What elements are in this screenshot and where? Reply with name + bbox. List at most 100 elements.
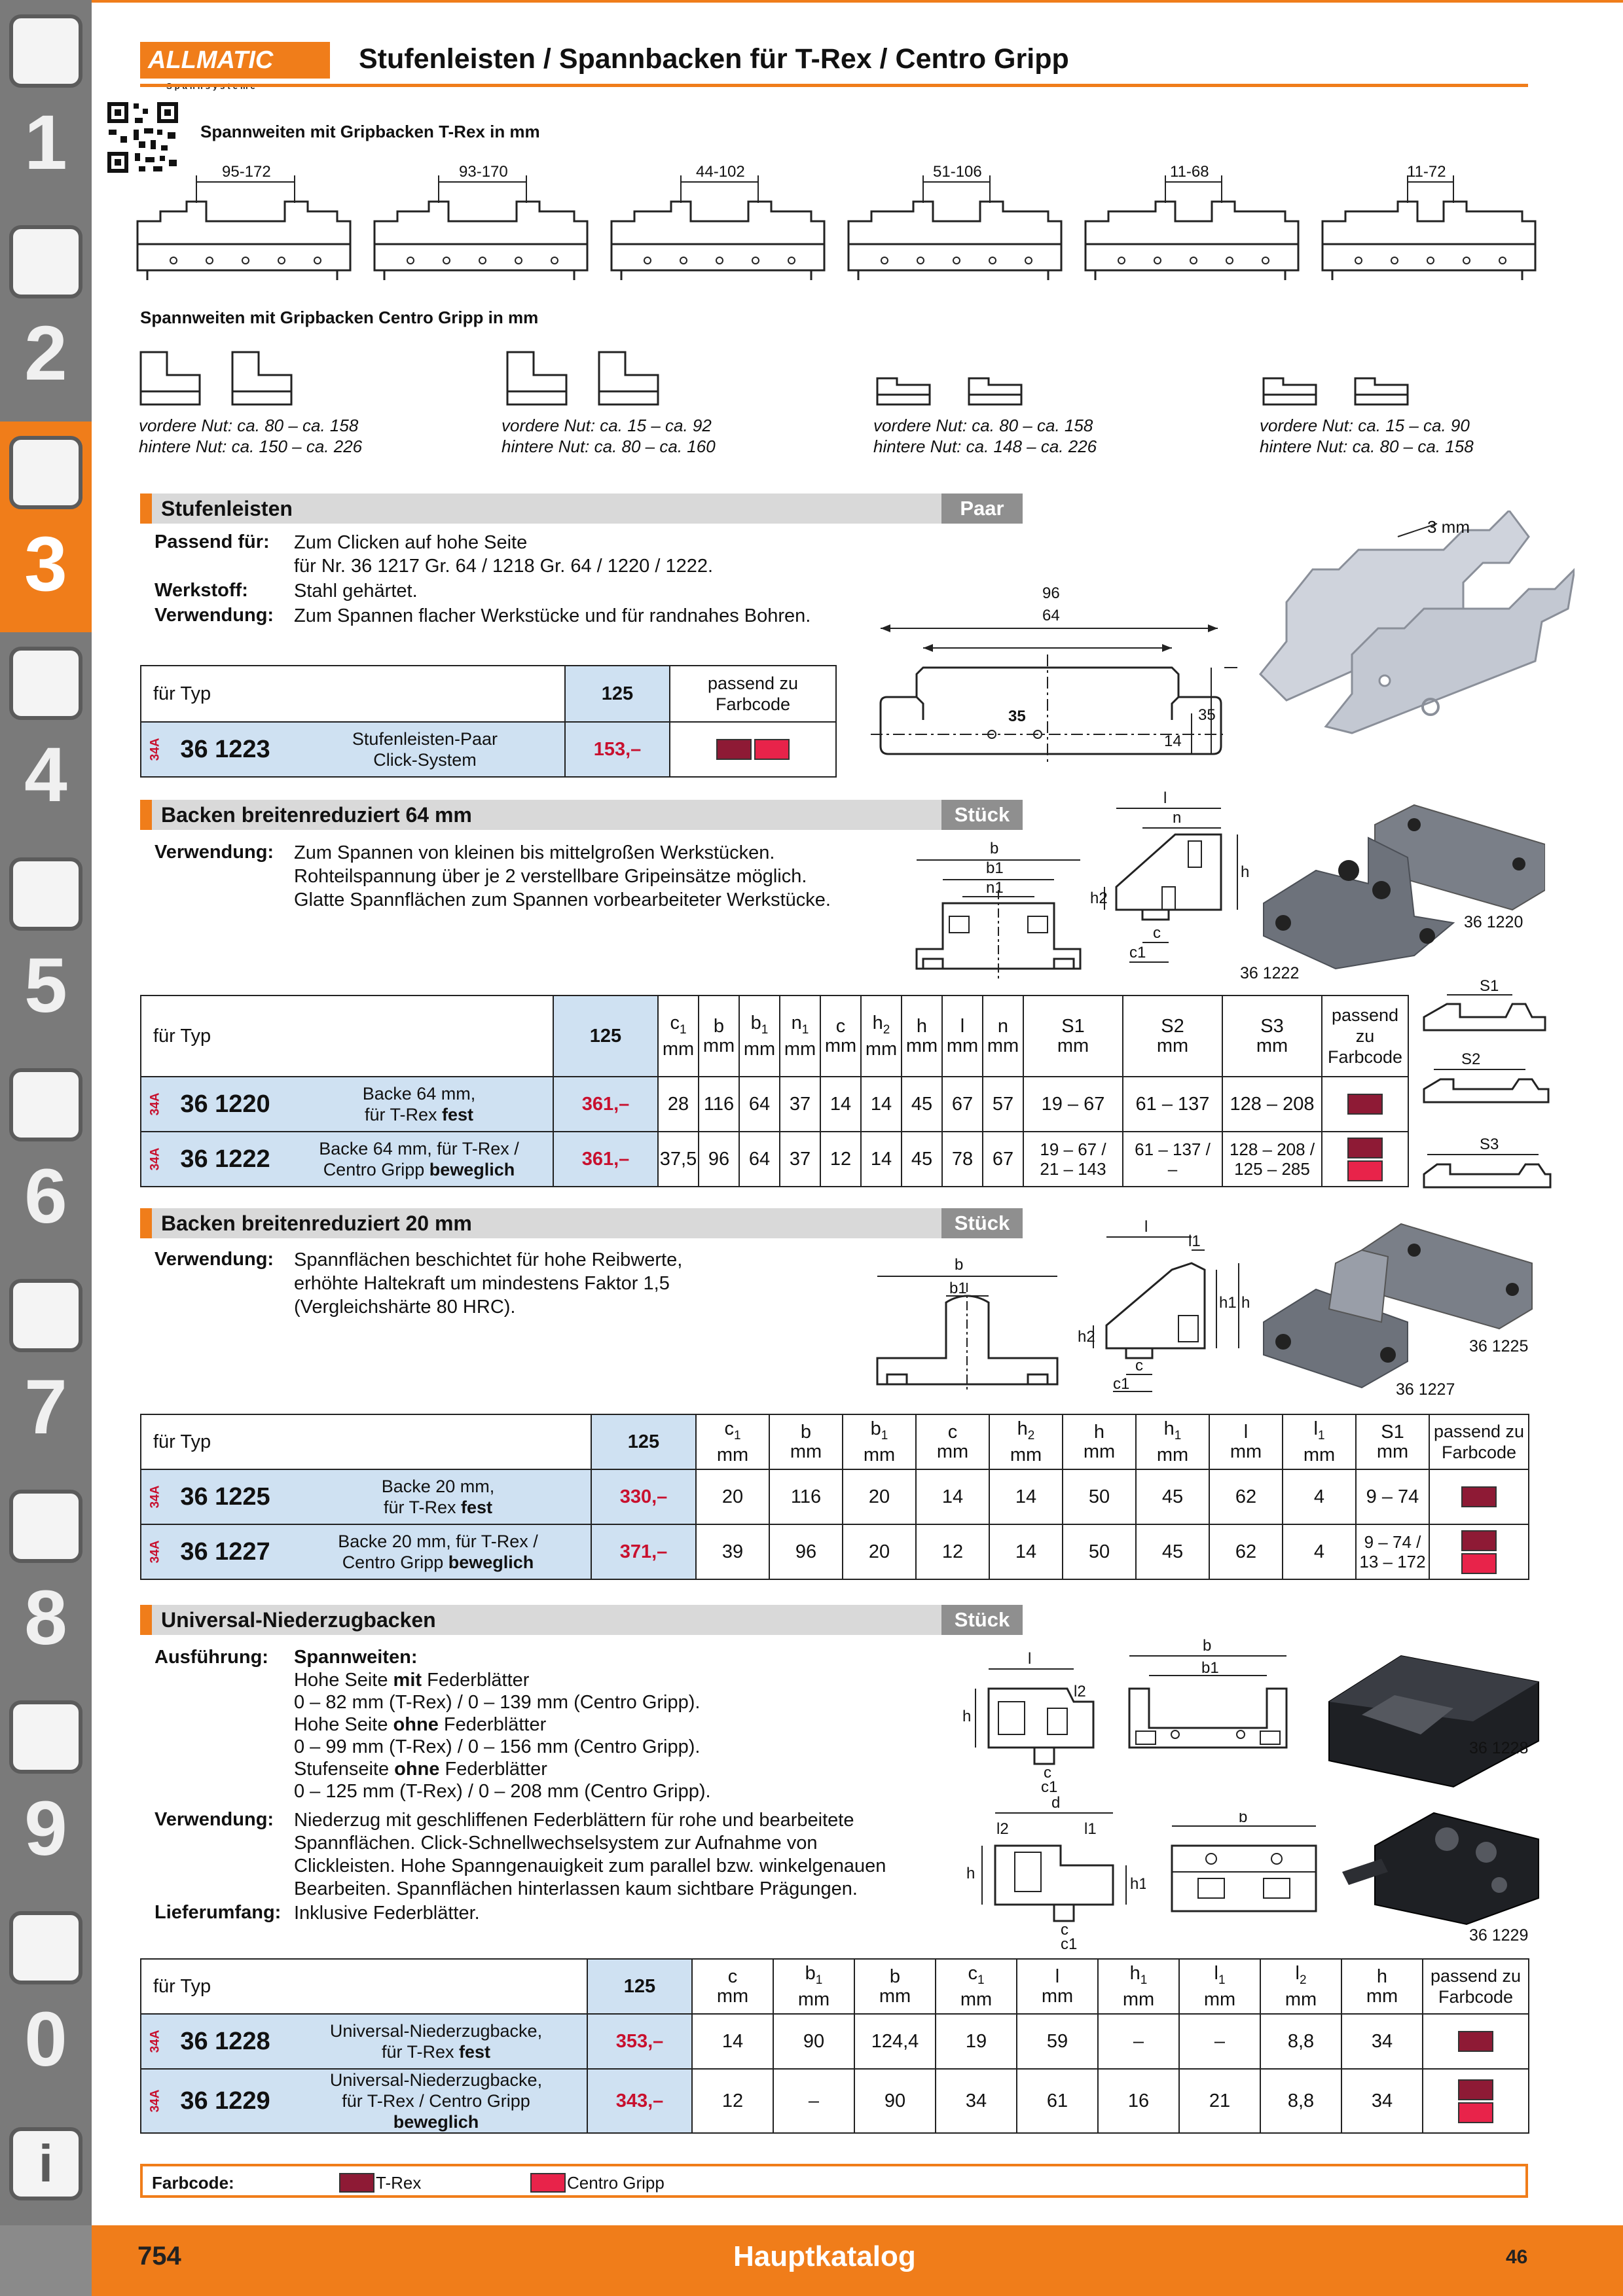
trex-range-item: 95-172 <box>136 163 352 280</box>
sidebar-tab-0[interactable]: 0 <box>0 1897 92 2110</box>
legend-label: Farbcode: <box>152 2173 234 2193</box>
dim-label: l <box>1163 789 1167 807</box>
sidebar-tab-info[interactable]: i <box>0 2108 92 2225</box>
value-cell: 20 <box>842 1469 917 1525</box>
value-line: 67 <box>951 1094 974 1115</box>
sidebar-tab-9[interactable]: 9 <box>0 1686 92 1899</box>
value-line: – <box>808 2090 820 2111</box>
desc-fragment: fest <box>442 1105 474 1124</box>
sidebar-tab-5[interactable]: 5 <box>0 843 92 1056</box>
group-code: 34A <box>148 2030 162 2053</box>
sidebar-tab-2[interactable]: 2 <box>0 211 92 424</box>
legend-centro-gripp-swatch <box>530 2173 566 2193</box>
verwendung-line: Bearbeiten. Spannflächen hinterlassen ka… <box>294 1878 858 1899</box>
cg-range-3-front: vordere Nut: ca. 80 – ca. 158 <box>873 416 1093 435</box>
sidebar-tab-7[interactable]: 7 <box>0 1265 92 1478</box>
dim-label: h <box>1241 1294 1250 1312</box>
trex-range-label: 93-170 <box>459 163 508 181</box>
value-cell: 19 – 67 <box>1023 1076 1123 1132</box>
insert-icon <box>9 225 82 298</box>
value-cell: 20 <box>695 1469 770 1525</box>
col-header-typ: für Typ <box>140 1958 588 2015</box>
dim-label: c <box>1153 924 1161 942</box>
col-header-symbol: c <box>947 1422 958 1443</box>
col-header-symbol: l <box>1243 1422 1249 1443</box>
cg-range-1-front: vordere Nut: ca. 80 – ca. 158 <box>139 416 359 435</box>
sidebar-tab-number: 7 <box>24 1364 67 1450</box>
value-line: 45 <box>911 1149 933 1170</box>
photo-label: 36 1220 <box>1464 913 1523 931</box>
col-header-unit: mm <box>1010 1444 1042 1466</box>
price: 353,– <box>587 2013 693 2070</box>
dim-label: b <box>990 840 998 857</box>
value-line: 96 <box>708 1149 730 1170</box>
ausfuehrung-fragment: Stufenseite <box>294 1759 395 1780</box>
sidebar-tab-4[interactable]: 4 <box>0 632 92 846</box>
qr-code-icon[interactable] <box>105 99 181 175</box>
col-header-symbol: h <box>916 1016 928 1037</box>
article-number: 36 1222 <box>180 1145 270 1173</box>
desc-fragment: für T-Rex / Centro Gripp <box>342 2091 530 2111</box>
color-code-cell <box>1422 2013 1529 2070</box>
value-cell: 37 <box>779 1131 821 1187</box>
sidebar-tab-6[interactable]: 6 <box>0 1054 92 1267</box>
value-line: 128 – 208 / <box>1229 1139 1315 1159</box>
col-header-symbol: S1 <box>1061 1016 1085 1037</box>
sidebar-tab-3[interactable]: 3 <box>0 422 92 635</box>
value-cell: 9 – 74 /13 – 172 <box>1355 1524 1430 1580</box>
dim-64: 64 <box>1042 607 1060 624</box>
desc-line: Backe 20 mm, für T-Rex / <box>338 1532 538 1551</box>
info-glyph: i <box>38 2134 54 2193</box>
ausfuehrung-fragment: ohne <box>393 1714 439 1735</box>
value-line: 14 <box>870 1094 892 1115</box>
value-cell: 96 <box>769 1524 843 1580</box>
ausfuehrung-line: Hohe Seite mit Federblätter <box>294 1669 529 1692</box>
legend-centro-gripp-label: Centro Gripp <box>567 2173 665 2193</box>
desc-fragment: Centro Gripp <box>323 1160 429 1179</box>
value-line: 61 – 137 <box>1135 1094 1210 1115</box>
col-header-unit: mm <box>946 1035 979 1056</box>
toolbox-icon <box>9 1490 82 1563</box>
col-header-unit: mm <box>702 1035 735 1056</box>
desc-line: beweglich <box>285 2111 587 2132</box>
value-line: 125 – 285 <box>1234 1159 1310 1179</box>
dim-label: c1 <box>1129 944 1146 961</box>
s-range-drawings: S1 S2 S3 <box>1423 978 1552 1189</box>
value-cell: 90 <box>773 2013 855 2070</box>
article-description: Universal-Niederzugbacke,für T-Rex / Cen… <box>285 2068 588 2134</box>
value-cell: 16 <box>1097 2068 1180 2134</box>
desc-line: Click-System <box>373 750 477 770</box>
ausfuehrung-line: 0 – 125 mm (T-Rex) / 0 – 208 mm (Centro … <box>294 1780 711 1803</box>
photo-label: 36 1222 <box>1240 964 1300 982</box>
section-unit-badge: Paar <box>941 493 1023 524</box>
color-code-cell <box>1321 1076 1409 1132</box>
col-header-unit: mm <box>1366 1986 1398 2007</box>
value-line: 50 <box>1088 1486 1110 1507</box>
desc-fragment: Centro Gripp <box>342 1552 448 1572</box>
trex-swatch <box>1347 1137 1383 1158</box>
sidebar-tab-8[interactable]: 8 <box>0 1475 92 1689</box>
cg-range-4-front: vordere Nut: ca. 15 – ca. 90 <box>1260 416 1470 435</box>
sidebar-tab-1[interactable]: 1 <box>0 0 92 213</box>
trex-range-item: 11-72 <box>1321 163 1537 280</box>
trex-swatch <box>716 739 752 760</box>
spannweiten-heading: Spannweiten: <box>294 1647 418 1668</box>
